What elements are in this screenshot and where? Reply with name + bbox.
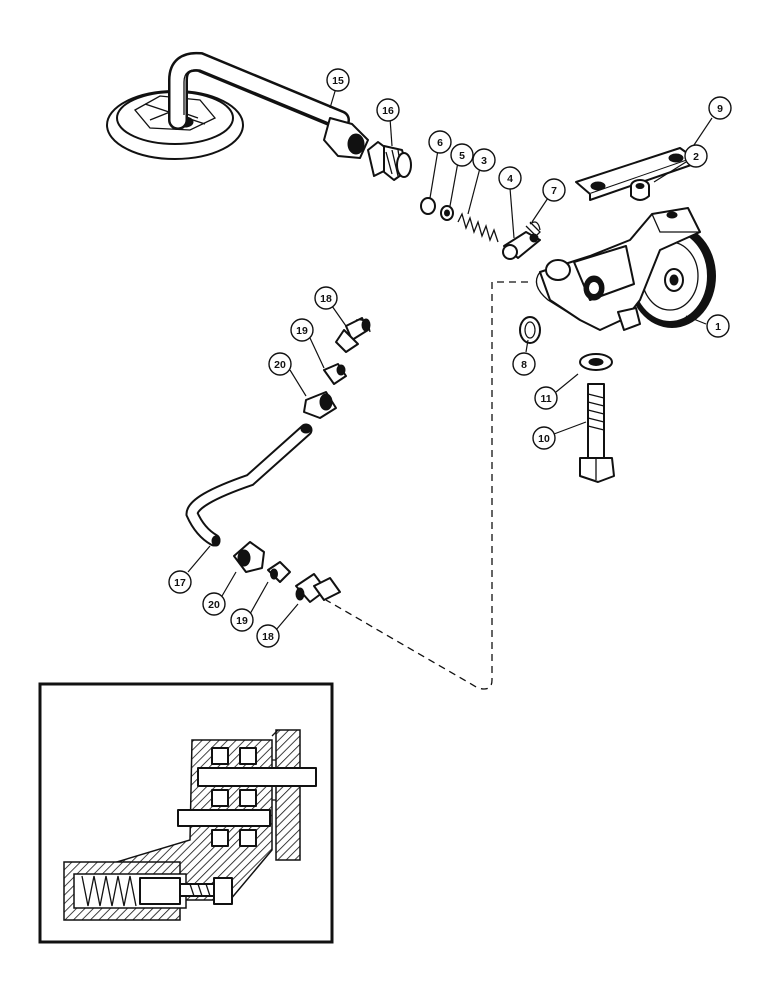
callout-10: 10 — [532, 426, 556, 450]
spring-3 — [457, 212, 499, 243]
svg-text:16: 16 — [382, 105, 394, 117]
svg-text:18: 18 — [262, 631, 274, 643]
svg-text:1: 1 — [715, 321, 721, 333]
spacer-2 — [630, 179, 650, 201]
callout-9: 9 — [708, 96, 732, 120]
svg-text:9: 9 — [717, 103, 723, 115]
callout-5: 5 — [450, 143, 474, 167]
svg-text:11: 11 — [540, 393, 551, 405]
callout-15: 15 — [326, 68, 350, 92]
cotter-pin-7 — [525, 221, 541, 237]
pickup-tube — [168, 51, 369, 159]
cap-6 — [420, 197, 436, 215]
cross-section-inset — [38, 682, 334, 944]
svg-text:20: 20 — [274, 359, 286, 371]
callout-2: 2 — [684, 144, 708, 168]
nut-20-upper — [303, 391, 337, 419]
washer-11 — [579, 353, 613, 371]
oil-pump-body — [535, 207, 716, 331]
fitting-18-lower — [295, 573, 341, 603]
sleeve-19-lower — [267, 561, 291, 583]
svg-text:10: 10 — [538, 433, 550, 445]
callout-7: 7 — [542, 178, 566, 202]
callout-3: 3 — [472, 148, 496, 172]
o-ring-8 — [519, 316, 541, 344]
callout-6: 6 — [428, 130, 452, 154]
callout-17: 17 — [168, 570, 192, 594]
assembly-dashed-line — [325, 281, 528, 690]
plate-9 — [575, 147, 695, 201]
callout-1: 1 — [706, 314, 730, 338]
callout-11: 11 — [534, 386, 558, 410]
svg-text:17: 17 — [174, 577, 186, 589]
svg-text:7: 7 — [551, 185, 557, 197]
callout-20-lower: 20 — [202, 592, 226, 616]
svg-text:15: 15 — [332, 75, 344, 87]
callout-8: 8 — [512, 352, 536, 376]
washer-5 — [440, 205, 454, 221]
fitting-16 — [367, 141, 412, 181]
svg-text:20: 20 — [208, 599, 220, 611]
svg-text:4: 4 — [507, 173, 513, 185]
svg-text:19: 19 — [296, 325, 308, 337]
nut-20-lower — [233, 541, 265, 573]
svg-text:6: 6 — [437, 137, 443, 149]
fitting-18-upper — [335, 317, 371, 353]
callout-16: 16 — [376, 98, 400, 122]
svg-text:19: 19 — [236, 615, 248, 627]
callout-18-upper: 18 — [314, 286, 338, 310]
leader-lines — [187, 87, 713, 631]
sleeve-19-upper — [323, 363, 347, 385]
callout-20-upper: 20 — [268, 352, 292, 376]
callout-19-upper: 19 — [290, 318, 314, 342]
callout-4: 4 — [498, 166, 522, 190]
svg-text:8: 8 — [521, 359, 527, 371]
svg-text:2: 2 — [693, 151, 699, 163]
svg-text:3: 3 — [481, 155, 487, 167]
svg-text:18: 18 — [320, 293, 332, 305]
plunger-4 — [502, 231, 541, 260]
svg-text:5: 5 — [459, 150, 465, 162]
oil-line-17 — [185, 423, 313, 547]
bolt-10 — [579, 383, 615, 483]
callout-18-lower: 18 — [256, 624, 280, 648]
callout-19-lower: 19 — [230, 608, 254, 632]
